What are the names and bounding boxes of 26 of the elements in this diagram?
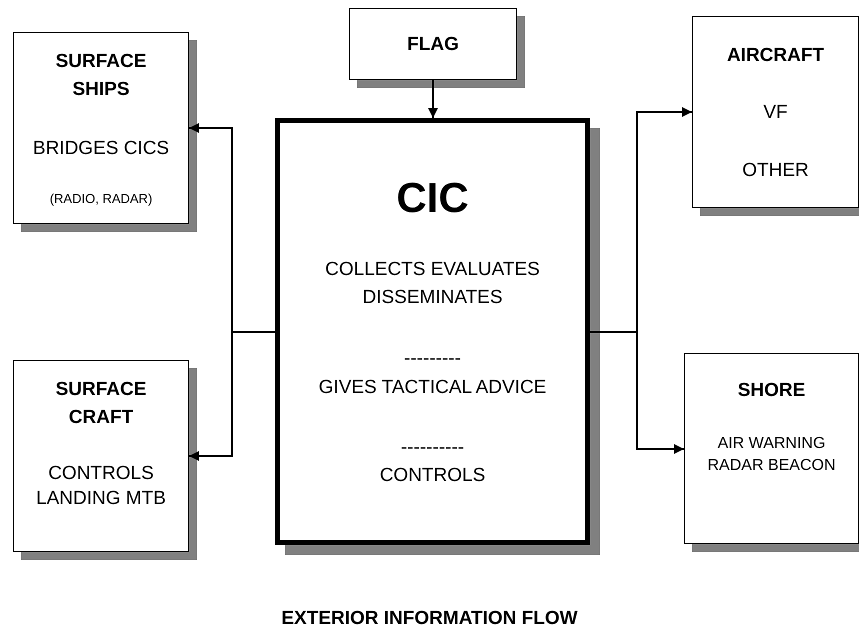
- info-box: [13, 32, 189, 224]
- node-text: COLLECTS EVALUATES DISSEMINATES: [324, 258, 541, 310]
- info-box: [692, 16, 859, 208]
- info-box: [684, 353, 859, 544]
- arrow: [428, 80, 438, 118]
- node-text: GIVES TACTICAL ADVICE: [318, 376, 546, 400]
- node-title: CIC: [396, 174, 469, 222]
- node-text: (RADIO, RADAR): [50, 190, 152, 206]
- node-text: CONTROLS: [380, 464, 486, 488]
- node-heading: AIRCRAFT: [726, 44, 824, 68]
- node-text: BRIDGES CICS: [32, 136, 170, 160]
- node-text: OTHER: [742, 158, 809, 182]
- arrow: [189, 331, 275, 461]
- node-heading: FLAG: [407, 32, 459, 56]
- node-text: VF: [763, 100, 788, 124]
- node-heading: SHORE: [738, 378, 806, 402]
- node-text: ---------: [404, 347, 461, 371]
- node-text: AIR WARNING RADAR BEACON: [706, 434, 837, 476]
- node-text: CONTROLS LANDING MTB: [35, 462, 167, 510]
- info-box: [275, 118, 590, 545]
- caption: EXTERIOR INFORMATION FLOW: [281, 608, 578, 629]
- node-heading: SURFACE SHIPS: [54, 50, 148, 102]
- node-text: ----------: [400, 436, 464, 460]
- info-box: [349, 8, 517, 80]
- node-heading: SURFACE CRAFT: [54, 378, 148, 430]
- info-box: [13, 360, 189, 552]
